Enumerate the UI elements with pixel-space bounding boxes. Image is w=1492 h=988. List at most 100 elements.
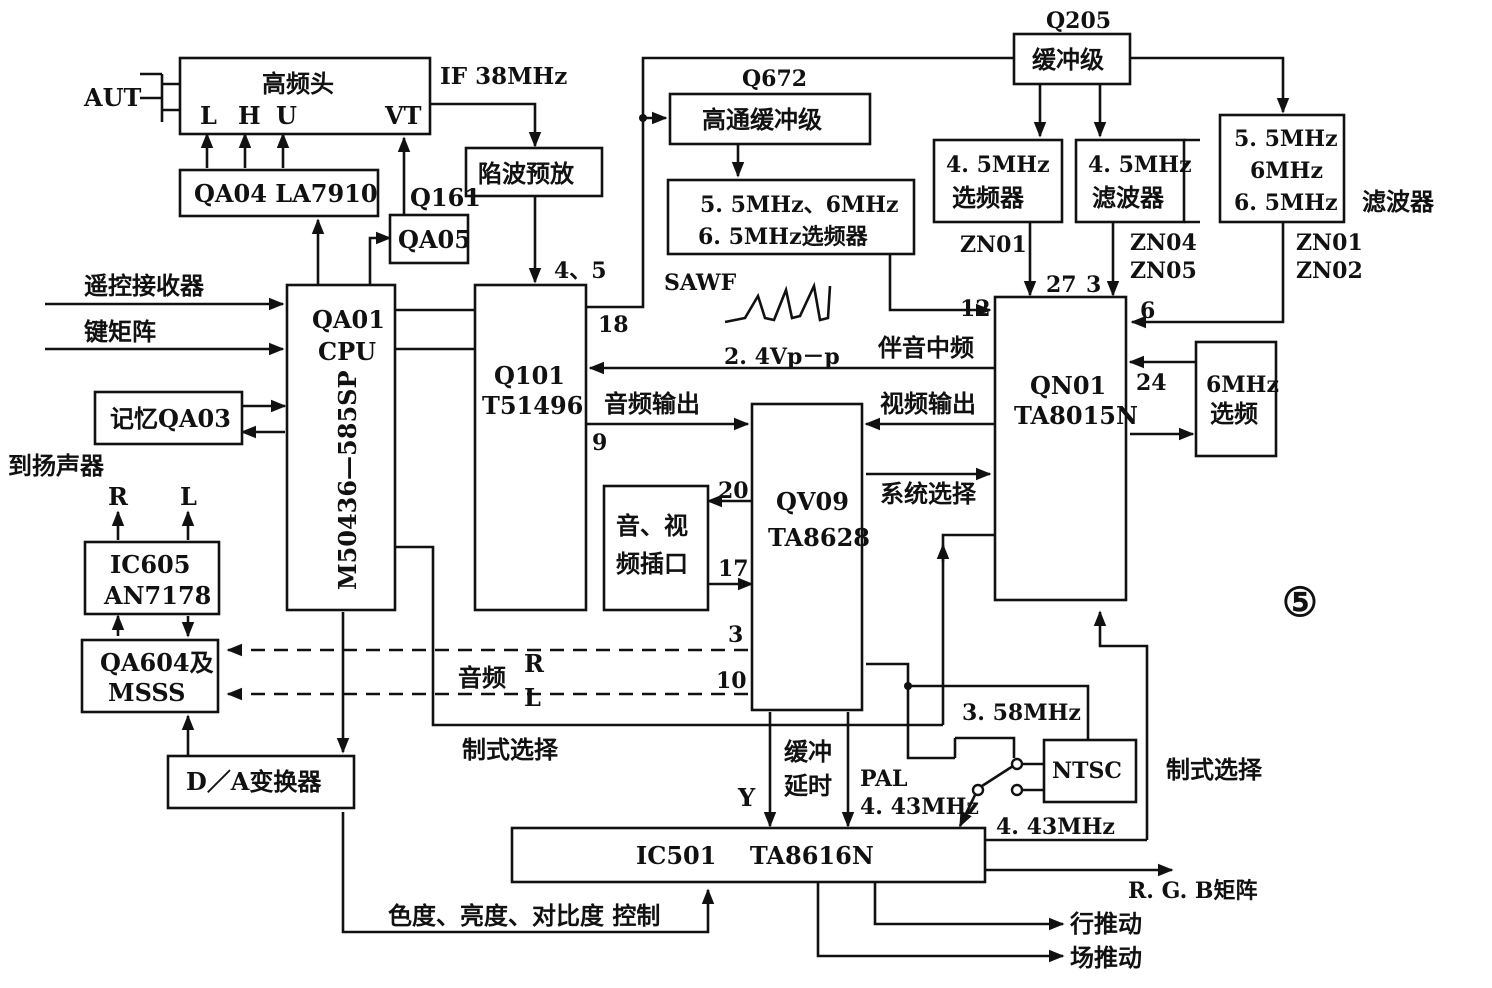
qa04-label: QA04 LA7910 — [194, 179, 378, 208]
sound-if-label: 伴音中频 — [877, 333, 974, 362]
qa05-block — [388, 213, 470, 265]
ic501-label: IC501 TA8616N — [636, 841, 874, 870]
f443-pal-label: 4. 43MHz — [860, 794, 979, 820]
pin-20: 20 — [718, 478, 749, 504]
filt55-label-2: 6MHz — [1250, 158, 1323, 184]
zn02-label: ZN02 — [1296, 258, 1363, 284]
qv09-label-1: QV09 — [776, 487, 849, 516]
pal-label: PAL — [860, 766, 907, 792]
trap-preamp-label: 陷波预放 — [478, 159, 575, 188]
cpu-model-label: M50436—585SP — [333, 370, 362, 590]
video-out-label: 视频输出 — [880, 389, 976, 418]
audio-out-label: 音频输出 — [604, 389, 700, 418]
antenna-label: AUT — [83, 83, 142, 112]
zn04-label: ZN04 — [1130, 230, 1197, 256]
q161-label: Q161 — [410, 183, 481, 212]
pin-17: 17 — [718, 556, 749, 582]
connection-lines — [45, 56, 1290, 963]
audio-label: 音频 — [458, 663, 506, 692]
zn01-b-label: ZN01 — [1296, 230, 1363, 256]
filt45-block — [1074, 138, 1186, 224]
av-jack-block — [602, 484, 710, 612]
system-select-label: 系统选择 — [880, 479, 977, 508]
speaker-r-label: R — [108, 482, 129, 511]
h-drive-label: 行推动 — [1069, 909, 1142, 938]
sel45-label-1: 4. 5MHz — [946, 152, 1050, 178]
ntsc-label: NTSC — [1052, 758, 1122, 784]
cpu-label-2: CPU — [318, 337, 376, 366]
f443-out-label: 4. 43MHz — [996, 814, 1115, 840]
buffer-delay-label-1: 缓冲 — [784, 737, 832, 766]
filt45-label-2: 滤波器 — [1092, 183, 1165, 212]
sel6-block — [1194, 340, 1278, 458]
tuner-pin-u: U — [276, 101, 297, 130]
remote-label: 遥控接收器 — [84, 271, 205, 300]
v-drive-label: 场推动 — [1070, 943, 1142, 972]
rgb-label: R. G. B矩阵 — [1128, 878, 1258, 904]
zn05-label: ZN05 — [1130, 258, 1197, 284]
qv09-label-2: TA8628 — [768, 523, 870, 552]
buffer-delay-label-2: 延时 — [783, 771, 832, 800]
ic605-block — [83, 540, 221, 616]
hp-buffer-label: 高通缓冲级 — [702, 105, 822, 134]
qn01-label-1: QN01 — [1030, 371, 1106, 400]
mode-select-right-label: 制式选择 — [1166, 755, 1263, 784]
sel6-label-2: 选频 — [1210, 399, 1258, 428]
ic501-block — [510, 826, 987, 884]
q101-block — [473, 283, 588, 612]
da-label: D／A变换器 — [186, 767, 322, 796]
keypad-label: 键矩阵 — [84, 317, 156, 346]
if-label: IF 38MHz — [440, 63, 567, 90]
y-label: Y — [737, 783, 756, 812]
cpu-block — [285, 283, 397, 612]
qa604-block — [80, 638, 220, 714]
pin-12: 12 — [960, 296, 991, 322]
tuner-pin-h: H — [238, 101, 261, 130]
cpu-label-1: QA01 — [312, 305, 385, 334]
pin-18: 18 — [598, 312, 629, 338]
av-jack-label-1: 音、视 — [616, 511, 688, 540]
qa04-block — [178, 168, 380, 218]
buffer-label: 缓冲级 — [1032, 45, 1104, 74]
tuner-pin-vt: VT — [384, 101, 422, 130]
q101-label-2: T51496 — [482, 391, 583, 420]
sel55-label-2: 6. 5MHz选频器 — [698, 224, 869, 250]
pin-6: 6 — [1140, 298, 1155, 324]
memory-label: 记忆QA03 — [110, 404, 231, 433]
qn01-label-2: TA8015N — [1014, 401, 1138, 430]
color-ctrl-label: 色度、亮度、对比度 控制 — [388, 901, 660, 930]
tuner-pin-l: L — [200, 101, 217, 130]
pin-27: 27 — [1046, 272, 1077, 298]
filt55-label-3: 6. 5MHz — [1234, 190, 1338, 216]
da-converter-block — [166, 754, 356, 810]
pin-3b: 3 — [728, 622, 743, 648]
qa604-label-2: MSSS — [108, 678, 186, 707]
to-speaker-label: 到扬声器 — [8, 451, 105, 480]
qv09-block — [750, 402, 864, 712]
pin-24: 24 — [1136, 370, 1167, 396]
ic605-label-2: AN7178 — [103, 581, 211, 610]
qa05-label: QA05 — [398, 225, 471, 254]
buffer-block — [1012, 32, 1132, 86]
zn01-a-label: ZN01 — [960, 232, 1027, 258]
ntsc-block — [1042, 738, 1138, 804]
filt45-label-1: 4. 5MHz — [1088, 152, 1192, 178]
memory-block — [93, 390, 244, 446]
sawf-label: SAWF — [664, 270, 737, 296]
vpp-label: 2. 4Vp－p — [724, 344, 840, 370]
texts: AUT 高频头 L H U VT IF 38MHz QA04 LA7910 Q1… — [8, 8, 1435, 972]
pin-10: 10 — [716, 668, 747, 694]
audio-r-label: R — [524, 649, 545, 678]
figure-number: ⑤ — [1282, 579, 1318, 626]
filt55-block — [1218, 113, 1346, 224]
filt55-side-label: 滤波器 — [1362, 187, 1435, 216]
mode-select-left-label: 制式选择 — [462, 735, 559, 764]
q101-label-1: Q101 — [494, 361, 565, 390]
sel6-label-1: 6MHz — [1206, 372, 1279, 398]
q672-label: Q672 — [742, 66, 807, 92]
tuner-block — [178, 56, 432, 136]
av-jack-label-2: 频插口 — [616, 549, 688, 578]
sel55-label-1: 5. 5MHz、6MHz — [700, 192, 899, 218]
f358-label: 3. 58MHz — [962, 700, 1081, 726]
